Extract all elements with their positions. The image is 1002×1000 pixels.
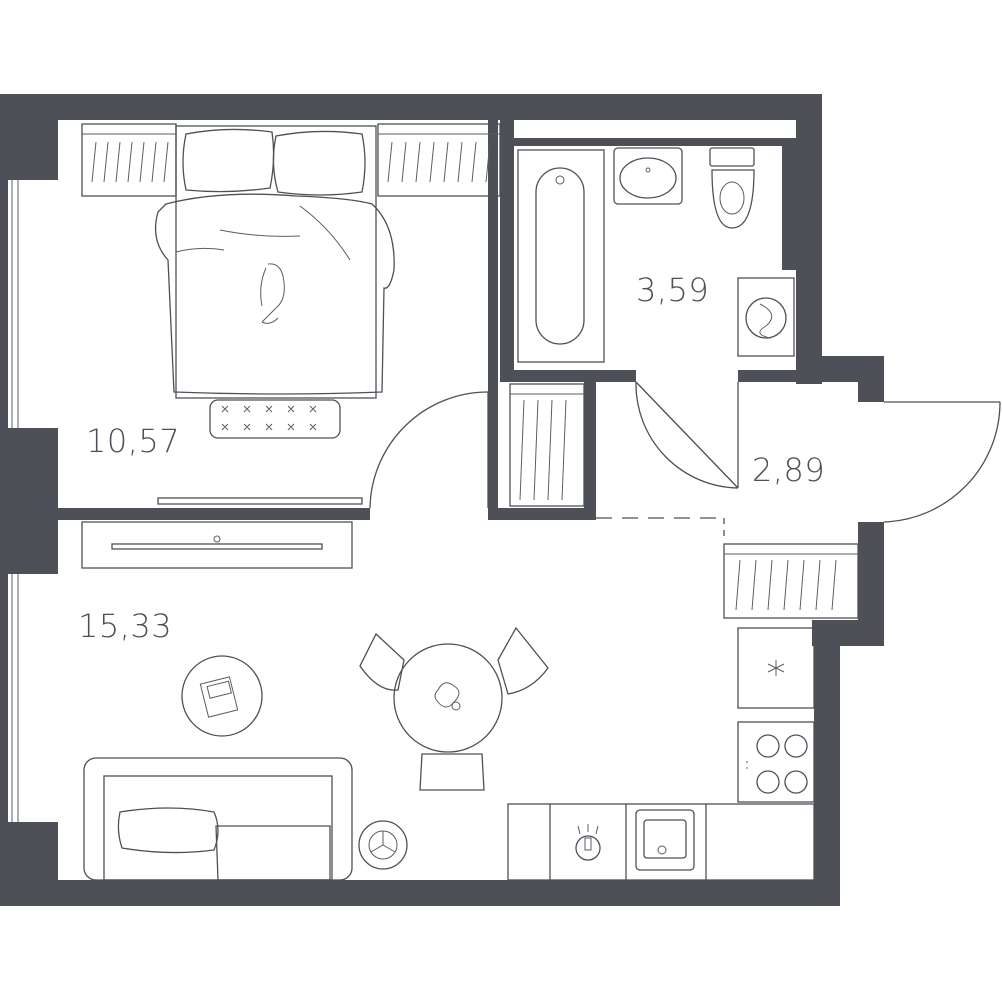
robot-vacuum bbox=[358, 820, 408, 870]
windows bbox=[11, 180, 19, 822]
chair-right bbox=[497, 626, 549, 695]
area-bedroom: 10,57 bbox=[86, 422, 180, 460]
area-hallway: 2,89 bbox=[752, 451, 825, 489]
bed bbox=[154, 125, 395, 399]
kitchen-sink bbox=[635, 809, 695, 871]
hallway-closet bbox=[509, 383, 585, 507]
cat-icon bbox=[260, 263, 285, 324]
area-living: 15,33 bbox=[78, 607, 172, 645]
tv-stand bbox=[81, 521, 353, 569]
walls bbox=[0, 94, 884, 906]
sofa bbox=[83, 757, 353, 881]
toilet bbox=[709, 147, 755, 229]
entrance-wardrobe bbox=[723, 543, 859, 619]
dishwasher-icon bbox=[575, 824, 601, 861]
wardrobe-right bbox=[377, 123, 501, 197]
washing-machine bbox=[737, 277, 795, 357]
rug-bedroom bbox=[209, 399, 341, 439]
area-bathroom: 3,59 bbox=[636, 271, 709, 309]
sink bbox=[613, 147, 683, 205]
doors bbox=[369, 381, 1001, 540]
fridge bbox=[737, 627, 815, 709]
coffee-table bbox=[181, 655, 263, 737]
chair-left bbox=[359, 632, 405, 691]
bathtub bbox=[517, 149, 605, 363]
dining-table bbox=[393, 643, 503, 753]
tv-bedroom bbox=[157, 497, 363, 505]
kitchen-counter bbox=[507, 803, 815, 881]
cooktop bbox=[737, 721, 815, 803]
wardrobe-left bbox=[81, 123, 177, 197]
chair-bottom bbox=[419, 753, 485, 791]
